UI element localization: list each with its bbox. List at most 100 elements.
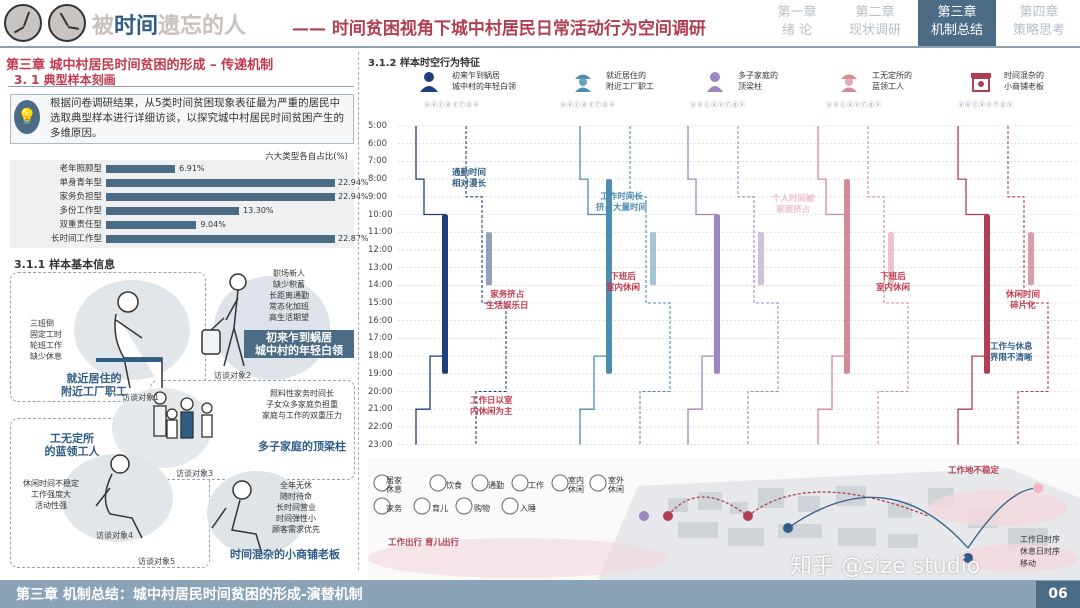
hardhat-worker-icon: [575, 74, 591, 92]
tab-chapter-2[interactable]: 第二章现状调研: [848, 5, 901, 38]
shop-icon: [971, 73, 991, 92]
section-3-1-1-heading: 3.1.1 样本基本信息: [14, 258, 116, 271]
work-block: [844, 179, 850, 374]
person-5-label: 访谈对象5: [138, 557, 176, 566]
chapter-heading: 第三章 城中村居民时间贫困的形成 – 传递机制: [6, 58, 274, 73]
hour-label: 14:00: [368, 280, 393, 291]
timeline-chart: [398, 125, 1076, 445]
callout-indoor-2: 下班后 室内休闲: [876, 272, 911, 293]
work-block: [606, 179, 612, 374]
bar-value: 22.94%: [338, 178, 369, 187]
restday-track: [737, 126, 779, 445]
clock-icon-1: [4, 4, 42, 42]
hour-label: 18:00: [368, 351, 393, 362]
page-number: 06: [1036, 581, 1080, 608]
callout-housework: 家务挤占 生活娱乐日: [486, 290, 529, 311]
activity-block: [888, 232, 894, 286]
header: 被时间遗忘的人 —— 时间贫困视角下城中村居民日常活动行为空间调研 第一章绪 论…: [0, 0, 1080, 48]
bar-value: 22.87%: [338, 234, 369, 243]
bar: [106, 165, 176, 173]
intro-text: 根据问卷调研结果，从5类时间贫困现象表征最为严重的居民中选取典型样本进行详细访谈…: [50, 97, 344, 139]
legend-work: 工作: [528, 481, 544, 490]
bar-row: 单身青年型 22.94%: [10, 176, 368, 190]
hour-label: 23:00: [368, 439, 393, 450]
bar-value: 6.91%: [179, 164, 205, 173]
callout-family-time: 个人时间被 家庭挤占: [772, 194, 815, 215]
person-4-label: 访谈对象4: [96, 531, 134, 540]
work-block: [714, 214, 720, 374]
group-family-pillar: 多子家庭的顶梁柱: [704, 68, 844, 98]
legend-dining: 饮食: [446, 481, 462, 490]
bar-label: 双重责任型: [59, 220, 102, 230]
restday-track: [867, 126, 909, 445]
legend-housework: 家务: [386, 504, 402, 513]
bar-row: 家务负担型 22.94%: [10, 190, 368, 204]
person-3-tag: 多子家庭的顶梁柱: [258, 440, 346, 453]
footer-text: 第三章 机制总结：城中村居民时间贫困的形成-演替机制: [16, 587, 363, 603]
hour-label: 13:00: [368, 262, 393, 273]
bar-label: 单身青年型: [59, 178, 102, 188]
construction-worker-icon: [841, 74, 857, 92]
hour-label: 19:00: [368, 368, 393, 379]
map-legend-restday: 休息日时序: [1020, 547, 1060, 556]
callout-fragmented: 休闲时间 碎片化: [1006, 290, 1041, 311]
mother-icon: [707, 72, 723, 92]
tab-chapter-4[interactable]: 第四章策略思考: [1012, 5, 1065, 38]
person-5-note: 全年无休 随时待命 长时间营业 时间弹性小 顾客需求优先: [272, 481, 320, 534]
header-divider: [0, 46, 1080, 48]
bar-label: 家务负担型: [59, 192, 102, 202]
person-1-label: 访谈对象1: [122, 393, 160, 402]
legend-commute: 通勤: [488, 481, 504, 490]
watermark: 知乎 @size studio: [790, 554, 981, 579]
hour-label: 17:00: [368, 333, 393, 344]
bar-value: 13.30%: [243, 206, 274, 215]
bar: [106, 193, 336, 201]
callout-commute: 通勤时间 相对漫长: [452, 168, 487, 189]
callout-indoor-1: 下班后 室内休闲: [606, 272, 641, 293]
restday-track: [629, 126, 671, 445]
person-4-tag: 工无定所 的蓝领工人: [44, 432, 100, 458]
activity-block: [486, 232, 492, 286]
bar: [106, 179, 336, 187]
hour-label: 10:00: [368, 209, 393, 220]
section-3-1-2-heading: 3.1.2 样本时空行为特征: [368, 58, 480, 69]
hour-label: 16:00: [368, 315, 393, 326]
activity-code-row-1: ⓐⓑⓒⓓⓔⓕⓖⓗ: [424, 102, 481, 109]
type-share-bar-chart: 老年照顾型 6.91% 单身青年型 22.94% 家务负担型 22.94% 多份工作型 13.…: [10, 160, 369, 248]
callout-no-boundary: 工作与休息 界限不清晰: [990, 342, 1033, 363]
activity-code-row-4: ⓐⓑⓒⓓⓔⓕⓖⓗ: [826, 102, 883, 109]
bar: [106, 221, 197, 229]
office-worker-icon: [420, 72, 438, 92]
tab-chapter-3[interactable]: 第三章机制总结: [918, 0, 996, 46]
clock-icon-2: [48, 4, 86, 42]
bar-row: 长时间工作型 22.87%: [10, 232, 369, 246]
bar-label: 长时间工作型: [50, 234, 102, 244]
group-shop-owner: 时间混杂的小商铺老板: [970, 68, 1080, 98]
people-illustrations: [61, 273, 330, 555]
bar-label: 多份工作型: [59, 206, 102, 216]
activity-map: [368, 458, 1080, 580]
hour-label: 21:00: [368, 404, 393, 415]
bar-label: 老年照顾型: [59, 164, 102, 174]
legend-home-rest: 居家 休息: [386, 476, 402, 494]
lightbulb-icon: 💡: [14, 100, 40, 134]
group-white-collar: 初来乍到蜗居城中村的年轻白领: [418, 68, 558, 98]
legend-childcare: 育儿: [432, 504, 448, 513]
hour-label: 15:00: [368, 298, 393, 308]
hour-label: 5:00: [368, 121, 388, 131]
hour-label: 12:00: [368, 244, 393, 255]
legend-indoor-leisure: 室内 休闲: [568, 476, 584, 494]
hour-label: 7:00: [368, 156, 388, 167]
callout-weekday-indoor: 工作日以室 内休闲为主: [470, 396, 513, 417]
activity-block: [1028, 232, 1034, 286]
hour-label: 22:00: [368, 421, 393, 432]
column-divider: [358, 52, 359, 570]
tab-chapter-1[interactable]: 第一章绪 论: [777, 5, 817, 38]
bar-value: 22.94%: [338, 192, 369, 201]
hour-label: 11:00: [368, 227, 393, 238]
bar-chart-title: 六大类型各自占比(%): [265, 152, 348, 162]
group-factory-worker: 就近居住的附近工厂职工: [572, 68, 712, 98]
legend-sleep: 入睡: [520, 504, 536, 513]
